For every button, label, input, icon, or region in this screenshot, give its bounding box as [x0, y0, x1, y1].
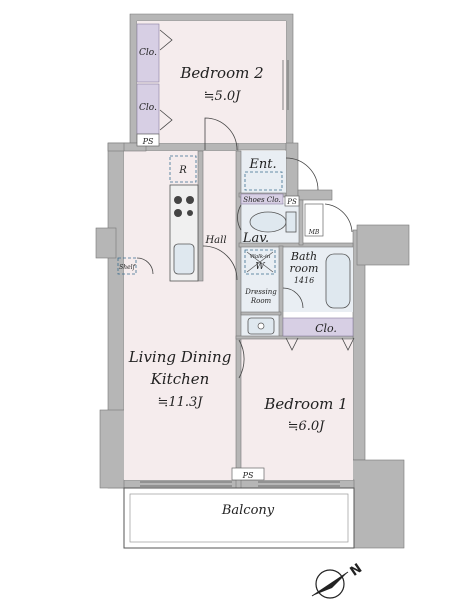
lavatory-label: Lav. [242, 231, 269, 246]
balcony-windows [140, 481, 340, 487]
meter-box [304, 203, 324, 237]
entrance-step [244, 171, 283, 191]
ps-label-entrance: PS [286, 198, 297, 206]
ps-label-bottom: PS [242, 471, 254, 480]
shoes-closet [240, 193, 284, 205]
toilet [249, 211, 287, 233]
shelf-door[interactable] [136, 257, 154, 275]
bedroom1-closet-door-right[interactable] [341, 337, 355, 351]
kitchen-sink [173, 243, 195, 275]
shelf-label: Shelf [119, 264, 136, 271]
bathtub [325, 253, 351, 309]
dressing-floor [241, 246, 281, 312]
ps-box-top [136, 133, 160, 147]
toilet-tank [285, 211, 297, 233]
bath-name-line2: room [290, 262, 319, 275]
balcony-label: Balcony [221, 503, 275, 518]
bedroom1-closet-door-left[interactable] [285, 337, 299, 351]
entrance-door[interactable] [285, 157, 319, 191]
bedroom2-floor [137, 21, 286, 143]
closet-door-top[interactable] [159, 29, 173, 51]
dressing-label-line2: Room [250, 297, 272, 305]
closet-mid-label: Clo. [139, 103, 157, 113]
dressing-label-line1: Dressing [244, 288, 277, 296]
ldk-size: ≒11.3J [157, 395, 203, 410]
closet-top-label: Clo. [139, 48, 157, 58]
bedroom2-size: ≒5.0J [204, 89, 242, 104]
bedroom1-name: Bedroom 1 [263, 395, 347, 413]
lavatory-door[interactable] [237, 204, 242, 231]
walk-in-closet-box [244, 249, 276, 275]
washer-cross [246, 251, 274, 273]
compass-north-label: N [348, 561, 366, 580]
bath-name-line1: Bath [290, 250, 317, 263]
ldk-name-line2: Kitchen [150, 370, 210, 388]
ps-box-entrance [284, 195, 300, 207]
refrigerator-label: R [178, 165, 187, 176]
meter-box-label: MB [308, 229, 320, 236]
bedroom2-door[interactable] [204, 117, 238, 151]
bedroom1-size: ≒6.0J [288, 419, 326, 434]
bedroom1-closet-label: Clo. [315, 322, 337, 335]
bath-door[interactable] [282, 287, 304, 309]
ldk-bedroom1-door[interactable] [238, 339, 245, 379]
bath-code: 1416 [294, 276, 314, 285]
ldk-name-line1: Living Dining [128, 348, 232, 366]
bedroom1-closet [282, 317, 354, 337]
washer-label: W [255, 262, 265, 272]
shelf-box [117, 257, 137, 275]
entrance-label: Ent. [248, 157, 276, 172]
stove-burners [174, 196, 194, 217]
refrigerator-space [169, 155, 197, 183]
closet-top [136, 23, 160, 83]
shoes-closet-label: Shoes Clo. [243, 196, 280, 204]
compass: N [311, 561, 366, 599]
hall-label: Hall [204, 235, 226, 246]
bedroom1-floor [241, 338, 353, 480]
walk-in-closet-label: Walk-in [250, 254, 271, 260]
bedroom2-name: Bedroom 2 [179, 64, 263, 82]
meter-box-door[interactable] [324, 203, 353, 233]
closet-door-mid[interactable] [159, 109, 173, 131]
hall-door[interactable] [202, 245, 238, 281]
balcony-area [123, 487, 355, 549]
bedroom2-window [282, 60, 289, 110]
ps-label-top: PS [142, 137, 154, 146]
ps-box-bottom [231, 467, 265, 481]
